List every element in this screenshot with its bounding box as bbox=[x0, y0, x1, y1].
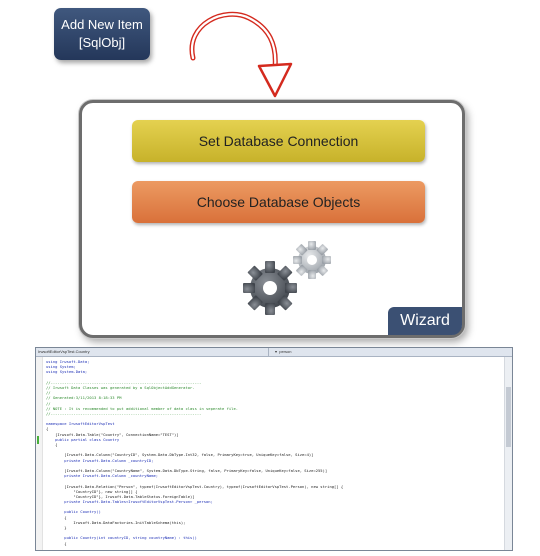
add-new-item-box[interactable]: Add New Item [SqlObj] bbox=[54, 8, 150, 60]
code-line: { bbox=[46, 514, 67, 520]
choose-database-objects-label: Choose Database Objects bbox=[196, 194, 361, 210]
class-dropdown[interactable]: IrwsoftEditorVspTest.Country bbox=[38, 349, 90, 354]
set-database-connection-button[interactable]: Set Database Connection bbox=[132, 120, 425, 162]
vertical-scrollbar[interactable] bbox=[504, 357, 512, 550]
code-line: public Country() bbox=[46, 509, 101, 515]
code-line: namespace IrwsoftEditorVspTest bbox=[46, 421, 115, 427]
code-line: // NOTE : It is recommended to put addit… bbox=[46, 405, 239, 411]
gears-icon bbox=[243, 241, 331, 315]
code-line: private Irwsoft.Data.Column _countryID; bbox=[46, 457, 154, 463]
wizard-panel: Set Database Connection Choose Database … bbox=[79, 100, 465, 338]
code-line: public Country(int countryID, string cou… bbox=[46, 535, 197, 541]
code-line: } bbox=[46, 525, 67, 530]
code-line: using System.Data; bbox=[46, 369, 88, 375]
scrollbar-thumb[interactable] bbox=[506, 387, 511, 447]
code-line: [Irwsoft.Data.Column("CountryID", System… bbox=[46, 452, 314, 458]
code-editor-window: IrwsoftEditorVspTest.Country ▾ person us… bbox=[35, 347, 513, 551]
code-line: [Irwsoft.Data.Table("Country", Connectio… bbox=[46, 431, 179, 437]
code-line: "CountryID"}, new string[] { bbox=[46, 488, 138, 494]
code-line: //--------------------------------------… bbox=[46, 379, 202, 385]
member-dropdown[interactable]: ▾ person bbox=[268, 348, 291, 356]
wizard-title-label: Wizard bbox=[400, 312, 450, 329]
code-line: Irwsoft.Data.DataFactories.InitTableSche… bbox=[46, 519, 186, 525]
code-line: using Irwsoft.Data; bbox=[46, 359, 90, 364]
editor-gutter bbox=[36, 357, 43, 550]
code-line: // bbox=[46, 390, 51, 396]
add-new-item-sublabel: [SqlObj] bbox=[78, 35, 126, 50]
code-line: [Irwsoft.Data.Column("CountryName", Syst… bbox=[46, 467, 328, 473]
add-new-item-label: Add New Item bbox=[61, 17, 143, 32]
change-marker bbox=[37, 436, 39, 444]
code-line: { bbox=[46, 442, 58, 447]
code-editor-body[interactable]: using Irwsoft.Data;using System;using Sy… bbox=[36, 357, 512, 550]
code-line: // Irwsoft Data Classes was generated by… bbox=[46, 384, 195, 390]
code-line: private Irwsoft.Data.Column _countryName… bbox=[46, 473, 159, 479]
code-line: [Irwsoft.Data.Relation("Person", typeof(… bbox=[46, 483, 344, 489]
code-line: { bbox=[46, 540, 67, 546]
code-line: //--------------------------------------… bbox=[46, 410, 202, 416]
code-line: // Generated:3/11/2013 8:18:33 PM bbox=[46, 395, 122, 401]
code-line: private Irwsoft.Data.Tables<IrwsoftEdito… bbox=[46, 499, 213, 505]
curved-arrow-icon bbox=[189, 11, 293, 98]
code-lines: using Irwsoft.Data;using System;using Sy… bbox=[46, 359, 502, 546]
choose-database-objects-button[interactable]: Choose Database Objects bbox=[132, 181, 425, 223]
code-line: public partial class Country bbox=[46, 436, 120, 442]
code-line: using System; bbox=[46, 364, 76, 370]
wizard-title: Wizard bbox=[388, 307, 462, 335]
set-database-connection-label: Set Database Connection bbox=[198, 133, 359, 149]
code-line: { bbox=[46, 426, 49, 432]
code-editor-titlebar: IrwsoftEditorVspTest.Country ▾ person bbox=[36, 348, 512, 357]
code-line: "CountryID"}, Irwsoft.Data.TableStatus.F… bbox=[46, 493, 195, 499]
code-line: // bbox=[46, 400, 51, 406]
